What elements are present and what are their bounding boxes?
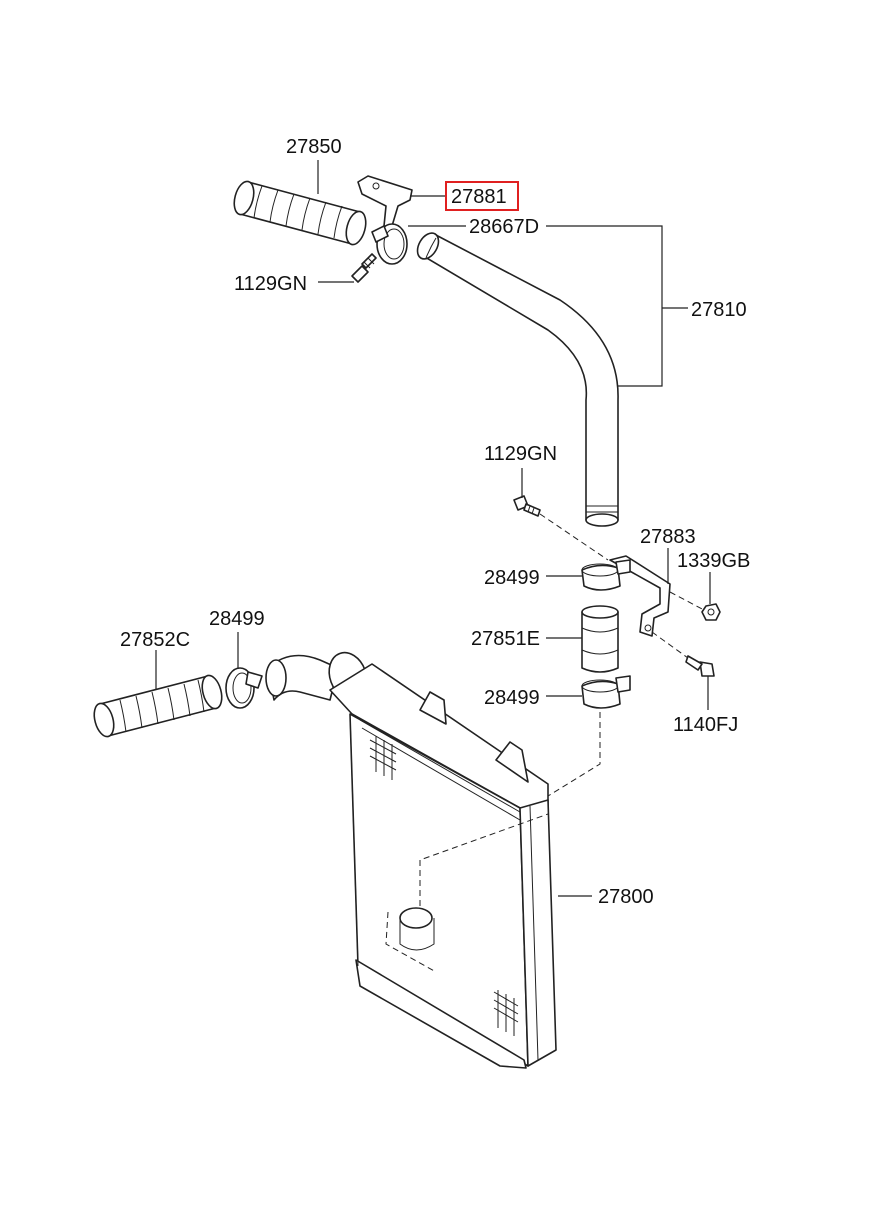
bolt-1140FJ[interactable] xyxy=(685,655,715,677)
label-1339GB: 1339GB xyxy=(677,550,750,572)
label-27800: 27800 xyxy=(598,886,654,908)
label-28667D: 28667D xyxy=(469,216,539,238)
label-27810: 27810 xyxy=(691,299,747,321)
clamp-28667D[interactable] xyxy=(371,223,408,265)
clamp-28499-lower[interactable] xyxy=(581,675,631,709)
bolt-1129GN-top[interactable] xyxy=(351,253,377,283)
highlight-box-27881 xyxy=(445,181,519,211)
bracket-27881[interactable] xyxy=(357,175,413,227)
hose-27852C[interactable] xyxy=(91,673,225,739)
bolt-1129GN-mid[interactable] xyxy=(513,495,541,517)
label-27883: 27883 xyxy=(640,526,696,548)
label-1140FJ: 1140FJ xyxy=(673,714,738,736)
label-27851E: 27851E xyxy=(471,628,540,650)
clamp-28499-left[interactable] xyxy=(225,667,263,709)
label-1129GN-mid: 1129GN xyxy=(484,443,557,465)
label-27852C: 27852C xyxy=(120,629,190,651)
label-27881: 27881 xyxy=(451,186,507,208)
clamp-28499-upper[interactable] xyxy=(581,559,631,591)
pipe-27810[interactable] xyxy=(413,229,619,527)
label-28499-lower: 28499 xyxy=(484,687,540,709)
label-28499-left: 28499 xyxy=(209,608,265,630)
intercooler-27800[interactable] xyxy=(265,647,557,1069)
label-1129GN-top: 1129GN xyxy=(234,273,307,295)
label-28499-upper: 28499 xyxy=(484,567,540,589)
label-27850: 27850 xyxy=(286,136,342,158)
hose-27850[interactable] xyxy=(231,179,369,247)
hose-27851E[interactable] xyxy=(581,605,619,673)
nut-1339GB[interactable] xyxy=(701,603,721,621)
